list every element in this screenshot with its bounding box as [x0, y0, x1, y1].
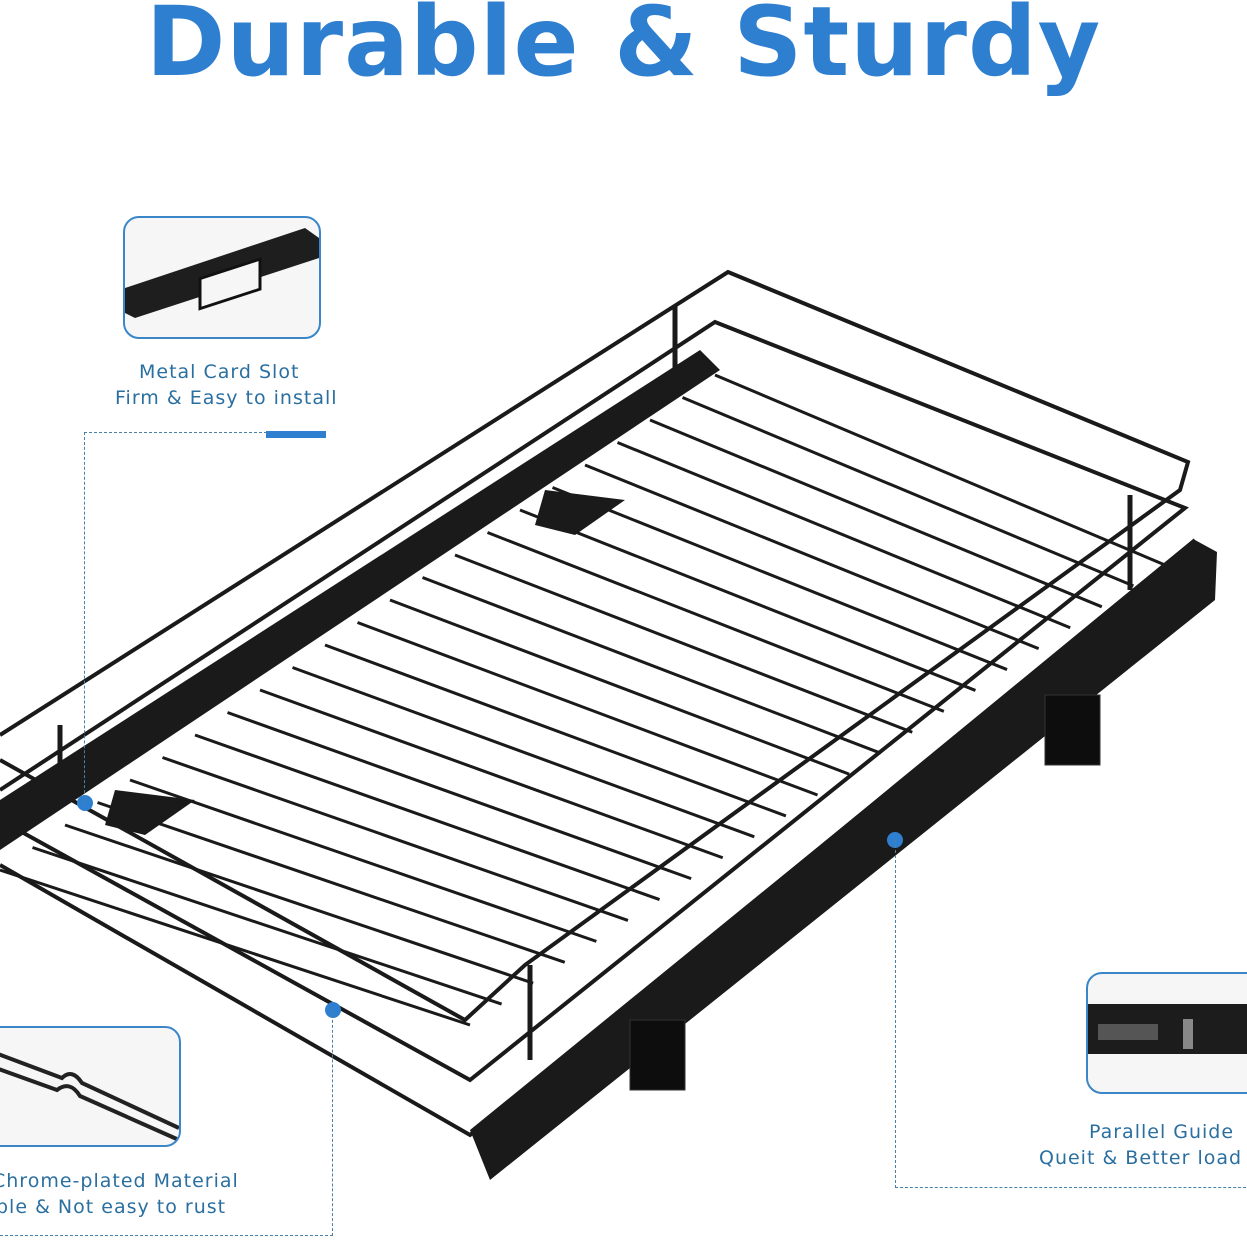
chrome-material-thumbnail — [0, 1026, 181, 1147]
floor-wire — [584, 463, 1040, 651]
callout-line — [84, 432, 267, 803]
floor-wire — [226, 711, 692, 881]
feature-card-slot-line1: Metal Card Slot — [139, 361, 300, 383]
top-rim — [0, 269, 1191, 1023]
floor-wire — [454, 553, 913, 734]
callout-dot — [77, 795, 93, 811]
feature-guide-line2: Queit & Better load — [1039, 1147, 1243, 1169]
rail-bracket — [1044, 694, 1101, 766]
feature-card-slot-line2: Firm & Easy to install — [115, 387, 338, 409]
floor-wire — [389, 598, 850, 776]
floor-wire — [32, 846, 503, 1006]
floor-wire — [97, 801, 566, 964]
floor-wire — [421, 576, 882, 755]
back-rail — [0, 350, 720, 850]
mount-bracket — [535, 490, 625, 535]
floor-wire — [519, 508, 977, 692]
floor-wire — [259, 688, 724, 860]
callout-dot — [325, 1002, 341, 1018]
feature-guide-line1: Parallel Guide — [1089, 1121, 1235, 1143]
mount-bracket — [105, 790, 195, 835]
floor-wire — [486, 531, 945, 713]
floor-wire — [649, 418, 1103, 609]
floor-wire — [162, 756, 629, 922]
headline: Durable & Sturdy — [145, 0, 1102, 98]
feature-chrome-line2: ble & Not easy to rust — [0, 1196, 227, 1218]
floor-wire — [616, 441, 1071, 630]
floor-wire — [64, 823, 534, 985]
middle-rim — [0, 319, 1189, 1083]
floor-wire — [356, 621, 819, 797]
floor-wire — [551, 486, 1008, 671]
metal-card-slot-thumbnail — [123, 216, 321, 339]
rail-bracket — [629, 1019, 686, 1091]
floor-wire — [681, 396, 1134, 588]
feature-chrome-line1: Chrome-plated Material — [0, 1170, 239, 1192]
floor-wire — [714, 373, 1166, 567]
accent-bar — [266, 431, 326, 438]
floor-wire — [324, 643, 787, 818]
callout-line — [895, 840, 1247, 1188]
floor-wire — [291, 666, 755, 839]
parallel-guide-thumbnail — [1086, 972, 1247, 1094]
floor-wire — [194, 733, 661, 901]
floor-wire — [129, 778, 597, 943]
floor-wire — [0, 868, 471, 1027]
callout-line — [0, 1010, 333, 1236]
